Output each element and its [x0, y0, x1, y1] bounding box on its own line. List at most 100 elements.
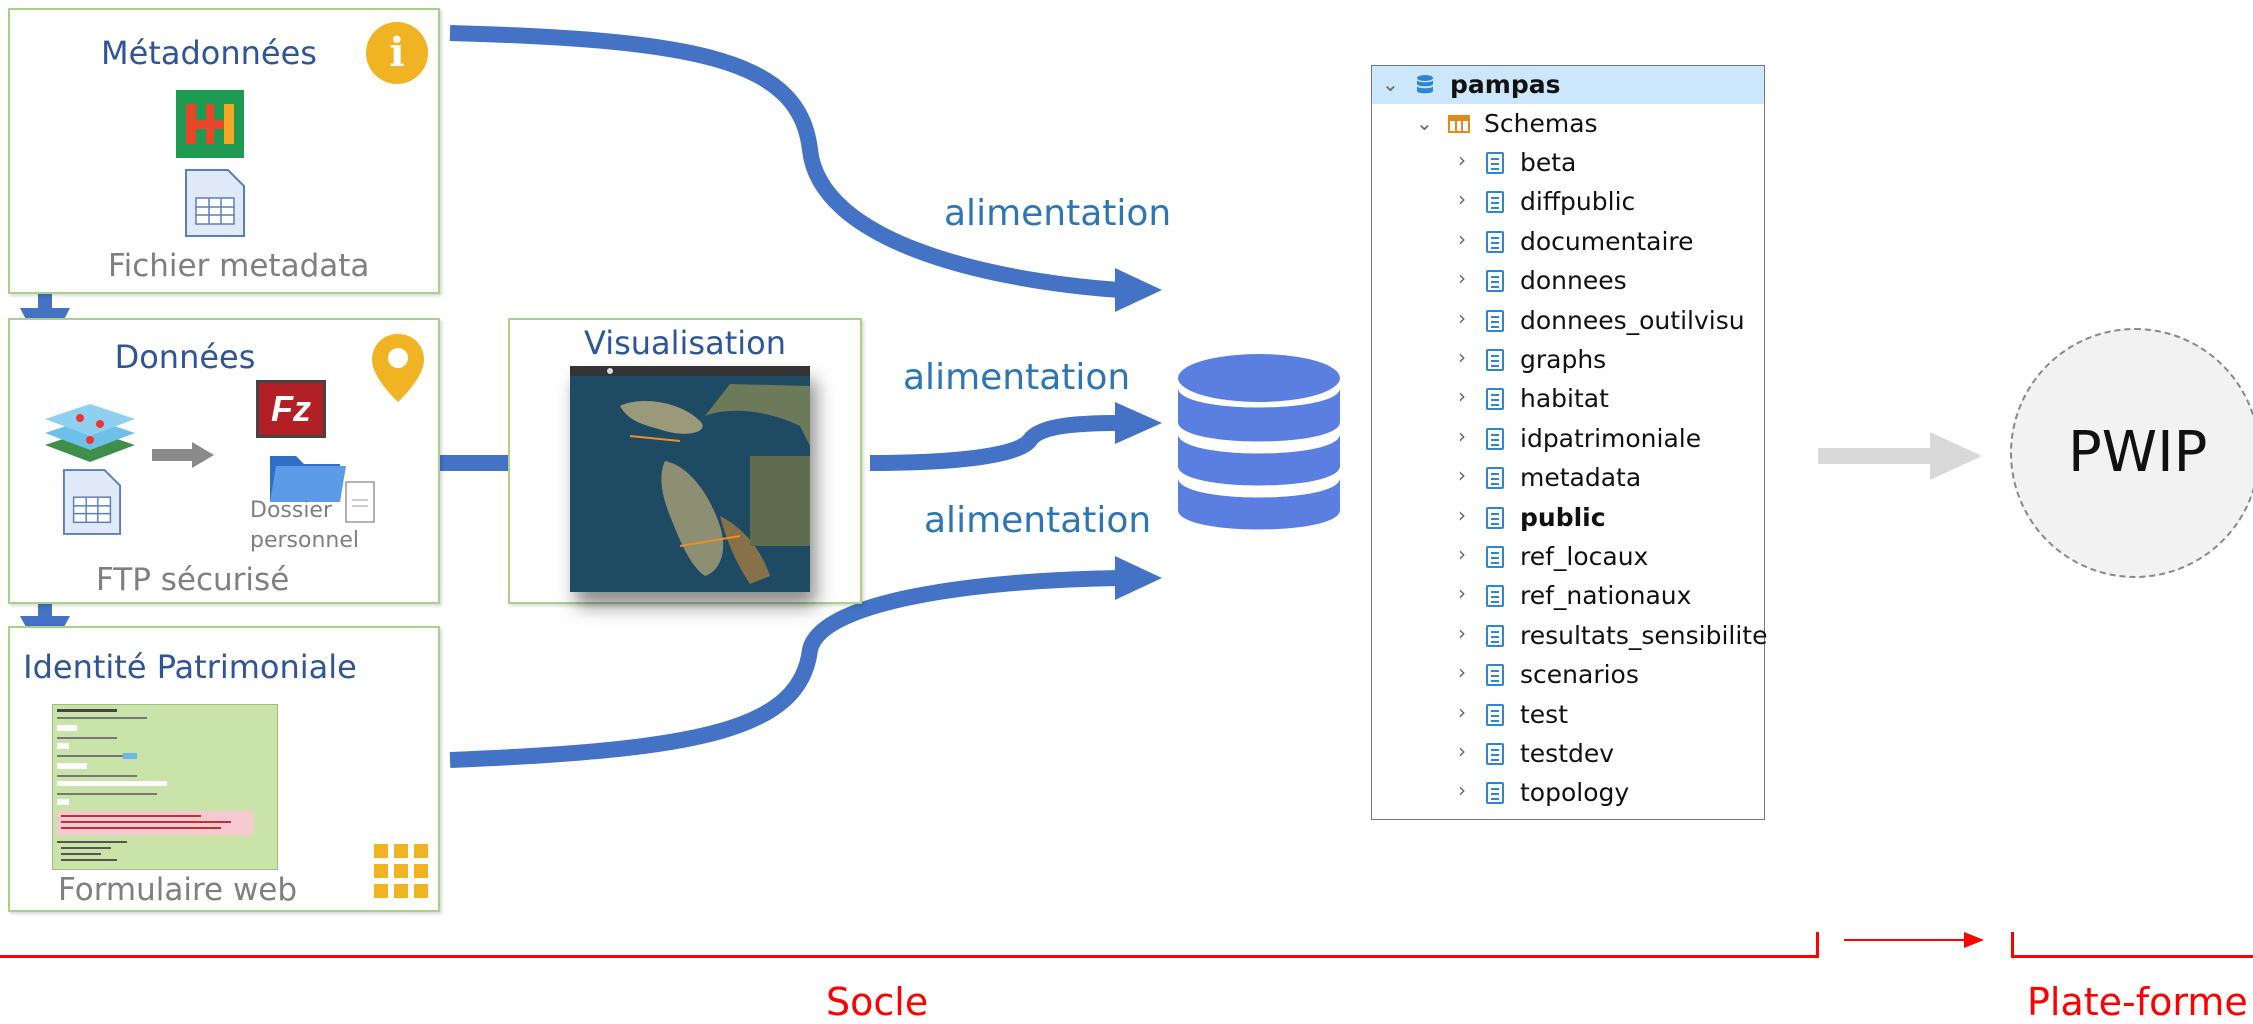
schema-row[interactable]: ›ref_locaux — [1372, 538, 1764, 576]
folder-label: Dossier personnel — [250, 498, 360, 553]
red-arrow-head — [1964, 932, 1984, 948]
folder-icon — [266, 442, 376, 531]
visualisation-panel: Visualisation — [508, 318, 862, 604]
schema-icon — [1486, 349, 1504, 371]
tree-root-row[interactable]: ⌄ pampas — [1372, 66, 1764, 104]
schema-label: metadata — [1520, 463, 1642, 493]
schema-label: graphs — [1520, 345, 1607, 374]
schema-icon — [1486, 309, 1504, 332]
chevron-right-icon[interactable]: › — [1458, 148, 1466, 172]
schema-row[interactable]: ›public — [1372, 499, 1764, 537]
schema-label: resultats_sensibilite — [1520, 620, 1768, 650]
schema-label: donnees_outilvisu — [1520, 305, 1745, 335]
identite-title: Identité Patrimoniale — [23, 648, 357, 686]
schema-icon — [1486, 467, 1504, 490]
feed-arrow-bottom-head — [1115, 556, 1162, 600]
feed-arrow-top-head — [1115, 268, 1162, 312]
chevron-right-icon[interactable]: › — [1458, 620, 1466, 645]
donnees-caption: FTP sécurisé — [96, 562, 290, 598]
schema-label: diffpublic — [1520, 187, 1636, 217]
chevron-right-icon[interactable]: › — [1458, 345, 1466, 369]
chevron-right-icon[interactable]: › — [1458, 581, 1466, 606]
schema-label: testdev — [1520, 739, 1615, 768]
schema-row[interactable]: › documentaire — [1372, 223, 1764, 261]
visualisation-title: Visualisation — [584, 324, 786, 362]
schema-icon — [1486, 546, 1504, 568]
schema-label: test — [1520, 699, 1569, 729]
schema-icon — [1486, 506, 1504, 529]
chevron-down-icon[interactable]: ⌄ — [1416, 111, 1433, 135]
schema-row[interactable]: › beta — [1372, 144, 1764, 182]
schema-row[interactable]: › metadata — [1372, 459, 1764, 497]
schema-label: donnees — [1520, 266, 1627, 296]
schema-icon — [1486, 388, 1504, 411]
schemas-folder-icon — [1448, 113, 1470, 137]
chevron-right-icon[interactable]: › — [1458, 305, 1466, 330]
chevron-down-icon[interactable]: ⌄ — [1382, 72, 1399, 96]
chevron-right-icon[interactable]: › — [1458, 384, 1466, 409]
chevron-right-icon[interactable]: › — [1458, 423, 1466, 448]
spreadsheet-icon — [184, 168, 246, 243]
chevron-right-icon[interactable]: › — [1458, 187, 1466, 212]
chevron-right-icon[interactable]: › — [1458, 266, 1466, 291]
chevron-right-icon[interactable]: › — [1458, 699, 1466, 724]
database-icon — [1416, 74, 1434, 100]
schema-row[interactable]: › resultats_sensibilite — [1372, 617, 1768, 655]
schema-icon — [1486, 743, 1504, 765]
alimentation-label-middle: alimentation — [903, 357, 1131, 398]
schema-icon — [1486, 427, 1504, 450]
chevron-right-icon[interactable]: › — [1458, 542, 1466, 566]
schema-row[interactable]: › graphs — [1372, 341, 1764, 379]
schema-row[interactable]: › topology — [1372, 774, 1764, 812]
identite-panel: Identité Patrimoniale Formulair — [8, 626, 440, 912]
chevron-right-icon[interactable]: › — [1458, 463, 1466, 488]
database-icon — [1176, 352, 1342, 541]
pwip-label: PWIP — [2068, 420, 2208, 485]
donnees-panel: Données Fz Dossier personnel FTP sécuris… — [8, 318, 440, 604]
donnees-title: Données — [114, 338, 256, 376]
socle-bracket-end — [1816, 932, 1819, 958]
app-grid-icon — [374, 844, 428, 903]
filezilla-icon: Fz — [256, 380, 326, 438]
chevron-right-icon[interactable]: › — [1458, 778, 1466, 803]
schema-row[interactable]: › donnees — [1372, 262, 1764, 300]
metadata-panel: Métadonnées i Fichier metadata — [8, 8, 440, 294]
schema-label: habitat — [1520, 384, 1609, 414]
tree-root-label: pampas — [1450, 70, 1561, 99]
socle-label: Socle — [826, 980, 929, 1024]
tree-schemas-row[interactable]: ⌄ Schemas — [1372, 105, 1764, 143]
map-layers-icon — [40, 390, 140, 485]
tree-schemas-label: Schemas — [1484, 109, 1598, 138]
grey-arrow-shaft — [1818, 448, 1932, 464]
socle-bracket — [0, 955, 1818, 958]
chevron-right-icon[interactable]: › — [1458, 739, 1466, 763]
chevron-right-icon[interactable]: › — [1458, 226, 1466, 251]
schema-icon — [1486, 585, 1504, 608]
schema-row[interactable]: › diffpublic — [1372, 183, 1764, 221]
schema-label: topology — [1520, 778, 1630, 808]
schema-row[interactable]: › habitat — [1372, 380, 1764, 418]
chevron-right-icon[interactable]: › — [1458, 502, 1466, 527]
alimentation-label-top: alimentation — [944, 193, 1172, 234]
web-form-thumbnail — [52, 704, 278, 870]
schema-label: documentaire — [1520, 226, 1694, 256]
schema-row[interactable]: › donnees_outilvisu — [1372, 302, 1764, 340]
identite-caption: Formulaire web — [58, 872, 298, 908]
schema-row[interactable]: › scenarios — [1372, 656, 1764, 694]
geonetwork-logo-icon — [176, 90, 244, 158]
schema-label: scenarios — [1520, 660, 1639, 690]
schema-label: idpatrimoniale — [1520, 423, 1702, 453]
schema-row[interactable]: › test — [1372, 696, 1764, 734]
schema-row[interactable]: › testdev — [1372, 735, 1764, 773]
location-pin-icon — [370, 332, 426, 409]
schema-row[interactable]: › idpatrimoniale — [1372, 420, 1764, 458]
feed-arrow-bottom — [449, 570, 1121, 768]
chevron-right-icon[interactable]: › — [1458, 660, 1466, 685]
ftp-to-visualisation-bar — [440, 455, 508, 471]
schema-row[interactable]: ›ref_nationaux — [1372, 577, 1764, 615]
pwip-circle: PWIP — [2010, 328, 2253, 578]
schema-icon — [1486, 782, 1504, 805]
schema-label: beta — [1520, 148, 1577, 177]
plateforme-bracket — [2011, 955, 2253, 958]
schema-icon — [1486, 191, 1504, 214]
